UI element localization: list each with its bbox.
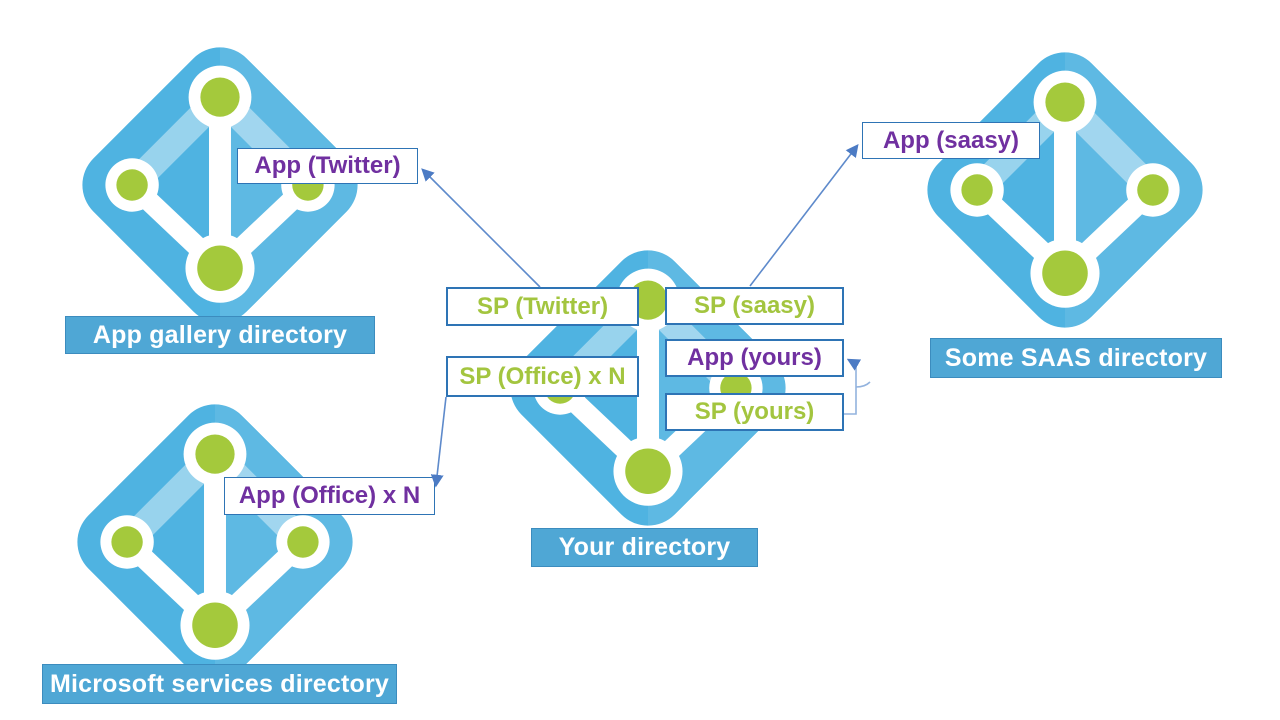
banner-app-gallery-directory: App gallery directory bbox=[65, 316, 375, 354]
banner-microsoft-services-directory: Microsoft services directory bbox=[42, 664, 397, 704]
arrow-sp-office-to-app-office bbox=[430, 396, 447, 488]
label-app-yours: App (yours) bbox=[665, 339, 844, 377]
label-sp-office-x-n: SP (Office) x N bbox=[446, 356, 639, 397]
label-sp-twitter: SP (Twitter) bbox=[446, 287, 639, 326]
banner-some-saas-directory: Some SAAS directory bbox=[930, 338, 1222, 378]
app-gallery-directory-icon bbox=[63, 28, 377, 342]
label-sp-yours: SP (yours) bbox=[665, 393, 844, 431]
microsoft-services-directory-icon bbox=[58, 385, 372, 699]
saas-directory-icon bbox=[908, 33, 1222, 347]
label-app-saasy: App (saasy) bbox=[862, 122, 1040, 159]
label-app-twitter: App (Twitter) bbox=[237, 148, 418, 184]
label-app-office-x-n: App (Office) x N bbox=[224, 477, 435, 515]
banner-your-directory: Your directory bbox=[531, 528, 758, 567]
brace-tick bbox=[855, 381, 871, 388]
label-sp-saasy: SP (saasy) bbox=[665, 287, 844, 325]
connector-sp-yours-to-app-yours bbox=[844, 358, 862, 415]
